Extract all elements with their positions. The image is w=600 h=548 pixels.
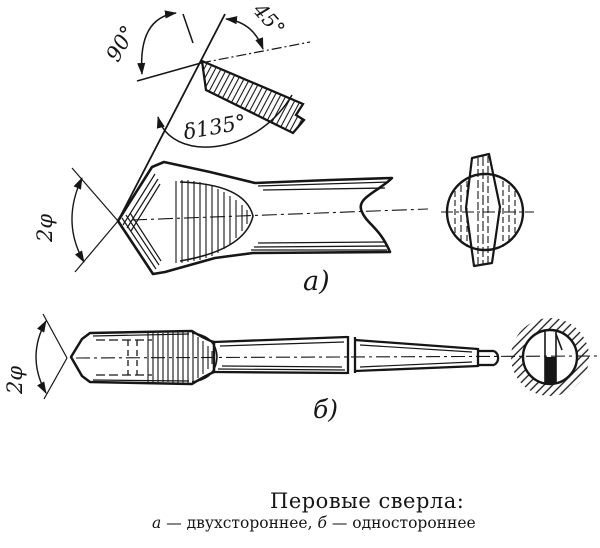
- end-view-b-blade-fill: [545, 357, 556, 383]
- angle-45-arc: [225, 16, 264, 50]
- angle-90-tick: [182, 13, 194, 44]
- fig-b-end-view: [511, 318, 590, 396]
- angle-label-45: 45°: [248, 0, 290, 41]
- drill-a-axis-centerline: [131, 208, 429, 221]
- caption-item-b-label: б: [317, 514, 327, 532]
- subfig-b-label: б): [313, 395, 338, 424]
- drill-a-outline: [116, 160, 394, 276]
- fig-a-end-view: [441, 152, 534, 268]
- blade-axis-centerline: [200, 41, 311, 64]
- drill-b-shank-front: [213, 335, 357, 375]
- caption-title: Перовые сверла:: [270, 489, 464, 513]
- angle-2phi-b-arc: [35, 320, 47, 394]
- angle-label-2phi-a: 2φ: [33, 214, 57, 243]
- angle-label-90: 90°: [101, 21, 140, 65]
- subfig-a-label: а): [303, 266, 330, 297]
- dim-ray-b-upper: [42, 313, 68, 359]
- angle-90-arc: [137, 10, 177, 75]
- drill-b-shank-taper: [354, 338, 500, 373]
- fig-a-side-view: 2φ: [33, 160, 429, 297]
- angle-2phi-a-arc: [71, 177, 85, 263]
- caption-item-a-label: а: [152, 514, 161, 532]
- drill-b-shank-shading: [92, 333, 473, 382]
- dim-ray-upper: [71, 167, 119, 222]
- caption-subtitle: а — двухстороннее, б — одностороннее: [152, 514, 476, 532]
- flute-hatching: [175, 180, 248, 263]
- angle-label-2phi-b: 2φ: [3, 366, 27, 395]
- blade-cross-section: [200, 59, 306, 135]
- lower-lip-shading: [121, 212, 162, 270]
- end-view-a-shading: [454, 156, 516, 265]
- drill-b-hidden-lines: [96, 339, 152, 376]
- drill-b-head-outline: [69, 329, 216, 386]
- drill-b-hatching: [147, 332, 213, 383]
- caption-item-b-text: — одностороннее: [332, 514, 476, 532]
- body-shading: [251, 181, 390, 251]
- upper-lip-shading: [122, 173, 161, 232]
- grinding-boundary-curve: [179, 181, 254, 262]
- angle-label-delta135: δ135°: [182, 110, 248, 145]
- dim-ray-lower: [74, 220, 119, 273]
- fig-b-side-view: 2φ: [3, 313, 600, 424]
- end-view-a-blade: [464, 152, 502, 268]
- end-view-b-circle: [521, 328, 579, 386]
- drill-b-blade-point: [191, 332, 218, 383]
- caption-item-a-text: — двухстороннее,: [166, 514, 317, 532]
- dim-ray-b-lower: [43, 357, 68, 400]
- cutting-edge-extension-line: [117, 13, 226, 222]
